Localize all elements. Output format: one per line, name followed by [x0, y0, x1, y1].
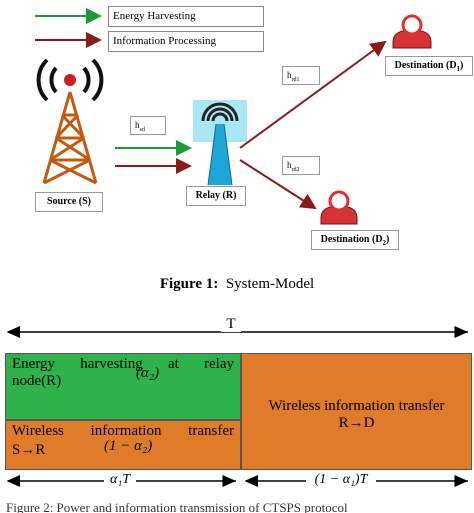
legend-energy: Energy Harvesting: [108, 6, 264, 27]
eh-alpha: (α₂): [136, 365, 160, 381]
wit1-line2: S→R: [12, 442, 46, 458]
energy-harvesting-block: Energy harvesting at relay node(R) (α₂): [5, 353, 241, 420]
destination1-label: Destination (D1): [385, 56, 473, 76]
destination1-user-icon: [392, 14, 432, 49]
hrd1-main: h: [287, 70, 292, 80]
eh-line1: Energy harvesting at relay: [12, 356, 234, 372]
one-minus-alpha1t-label: (1 − α₁)T: [306, 472, 376, 488]
rd1-arrow: [239, 40, 387, 149]
channel-hrd2-label: hrd2: [282, 156, 320, 175]
dest2-sub: 2: [382, 239, 387, 247]
hsr-sub: sd: [139, 126, 145, 133]
relay-label: Relay (R): [186, 186, 246, 206]
figure1-label: Figure 1: [159, 276, 214, 292]
wit-rd-block: Wireless information transfer R→D: [241, 353, 472, 470]
dest2-prefix: Destination (D: [320, 234, 383, 245]
hsr-main: h: [135, 120, 140, 130]
dest1-close: ): [460, 60, 464, 71]
wit2-line1: Wireless information transfer: [268, 398, 445, 414]
hrd1-sub: rd1: [291, 76, 300, 83]
figure2-caption-partial: Figure 2: Power and information transmis…: [6, 500, 348, 513]
figure1-caption: Figure 1: System-Model: [0, 276, 474, 293]
hrd2-main: h: [287, 160, 292, 170]
legend-energy-label: Energy Harvesting: [113, 10, 196, 22]
legend-info-label: Information Processing: [113, 35, 216, 47]
dest2-close: ): [386, 234, 390, 245]
alpha1t-label: α₁T: [104, 472, 136, 488]
destination2-label: Destination (D2): [311, 230, 399, 250]
dest1-prefix: Destination (D: [394, 60, 457, 71]
channel-hsr-label: hsd: [130, 116, 166, 135]
source-label: Source (S): [35, 192, 103, 212]
relay-antenna-icon: [193, 100, 247, 186]
system-model-diagram: [35, 8, 432, 225]
rd2-arrow: [239, 159, 317, 210]
source-tower-icon: [36, 58, 104, 185]
figure1-colon: :: [213, 276, 219, 292]
wit-sr-block: Wireless information transfer S→R (1 − α…: [5, 420, 241, 470]
total-period-label: T: [221, 316, 241, 332]
hrd2-sub: rd2: [291, 166, 300, 173]
wit2-line2: R→D: [338, 415, 375, 431]
wit1-line1: Wireless information transfer: [12, 423, 234, 439]
legend-info: Information Processing: [108, 31, 264, 52]
dest1-sub: 1: [456, 65, 461, 73]
wit1-alpha: (1 − α₂): [104, 438, 153, 454]
figure1-title: System-Model: [225, 276, 315, 292]
eh-line2: node(R): [12, 373, 62, 389]
destination2-user-icon: [320, 190, 358, 225]
source-label-text: Source (S): [47, 196, 91, 207]
relay-label-text: Relay (R): [195, 190, 237, 201]
channel-hrd1-label: hrd1: [282, 66, 320, 85]
